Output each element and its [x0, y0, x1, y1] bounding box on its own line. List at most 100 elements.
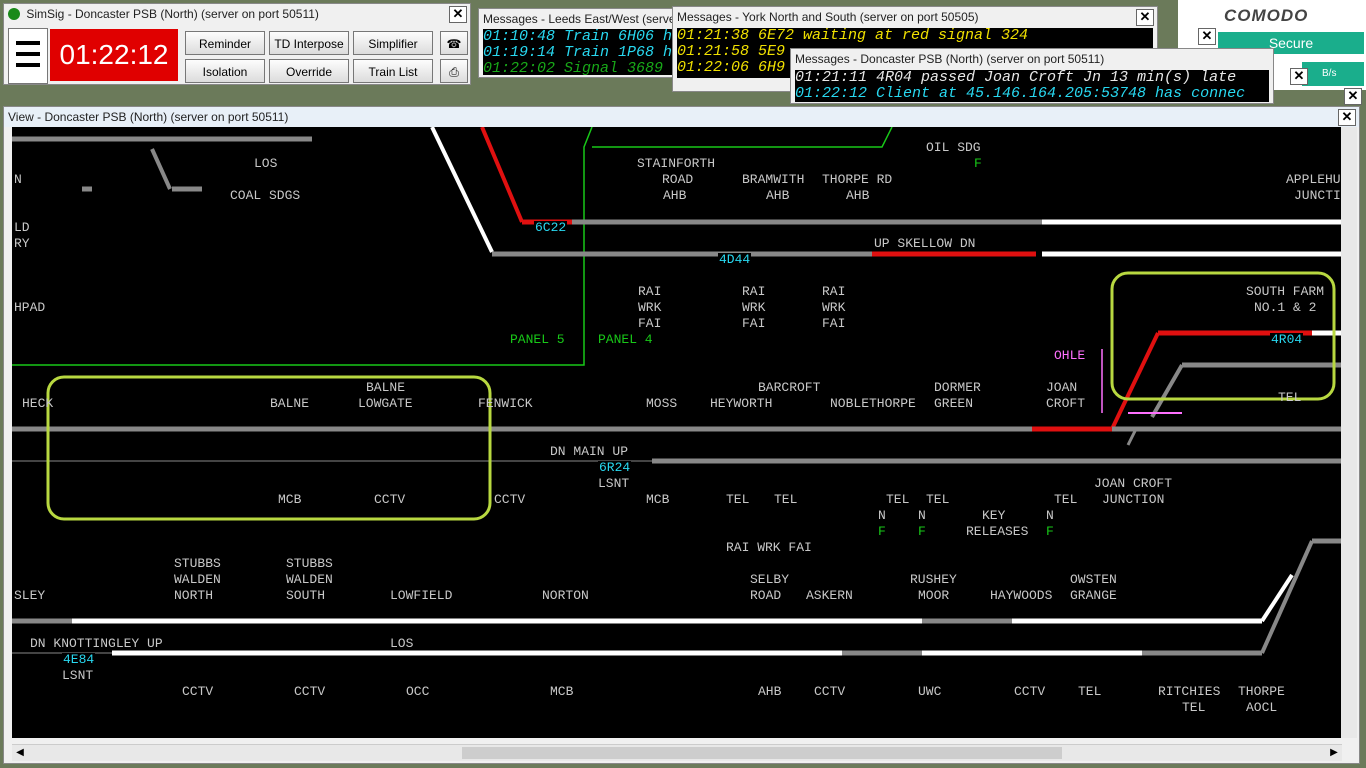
- location-label: CCTV: [1014, 684, 1046, 699]
- panel-label: F: [1046, 524, 1054, 539]
- location-label: N: [14, 172, 22, 187]
- track-segment: [1260, 540, 1314, 654]
- location-label: NOBLETHORPE: [830, 396, 916, 411]
- scroll-left-icon[interactable]: ◀: [16, 747, 24, 758]
- panel-boundary: [12, 127, 593, 366]
- messages-leeds-titlebar: Messages - Leeds East/West (server on po…: [483, 12, 677, 26]
- location-label: CCTV: [294, 684, 326, 699]
- messages-leeds-window: Messages - Leeds East/West (server on po…: [478, 8, 678, 78]
- panel-label: F: [878, 524, 886, 539]
- location-label: LOS: [254, 156, 278, 171]
- location-label: LSNT: [598, 476, 630, 491]
- message-line: 01:10:48 Train 6H06 h: [483, 29, 673, 45]
- vertical-scrollbar[interactable]: [1341, 127, 1357, 738]
- reminder-button[interactable]: Reminder: [185, 31, 265, 55]
- message-line: 01:21:11 4R04 passed Joan Croft Jn 13 mi…: [795, 70, 1237, 86]
- location-label: AOCL: [1246, 700, 1278, 715]
- close-icon[interactable]: ✕: [1338, 109, 1356, 126]
- message-line: 01:22:12 Client at 45.146.164.205:53748 …: [795, 85, 1246, 102]
- td-interpose-button[interactable]: TD Interpose: [269, 31, 349, 55]
- location-label: JUNCTION: [1102, 492, 1165, 507]
- location-label: RAI: [638, 284, 662, 299]
- location-label: TEL: [1278, 390, 1302, 405]
- location-label: OIL SDG: [926, 140, 981, 155]
- location-label: AHB: [758, 684, 782, 699]
- location-label: RAI WRK FAI: [726, 540, 812, 555]
- location-label: JOAN: [1046, 380, 1078, 395]
- train-list-button[interactable]: Train List: [353, 59, 433, 83]
- scroll-thumb[interactable]: [462, 747, 1062, 759]
- location-label: STAINFORTH: [637, 156, 716, 171]
- messages-doncaster-titlebar: Messages - Doncaster PSB (North) (server…: [795, 52, 1105, 66]
- message-line: 01:22:02 Signal 3689: [483, 60, 664, 76]
- location-label: MCB: [278, 492, 302, 507]
- panel-label: F: [918, 524, 926, 539]
- location-label: NORTON: [542, 588, 589, 603]
- printer-button[interactable]: ⎙: [440, 59, 468, 83]
- location-label: RITCHIES: [1158, 684, 1221, 699]
- location-label: FAI: [822, 316, 846, 331]
- location-label: JUNCTIO: [1294, 188, 1342, 203]
- location-label: STUBBS: [174, 556, 221, 571]
- simsig-titlebar: SimSig - Doncaster PSB (North) (server o…: [4, 4, 470, 24]
- location-label: ROAD: [662, 172, 694, 187]
- close-icon[interactable]: ✕: [1344, 88, 1362, 105]
- location-label: CROFT: [1046, 396, 1086, 411]
- location-label: THORPE: [1238, 684, 1285, 699]
- isolation-button[interactable]: Isolation: [185, 59, 265, 83]
- td-berth[interactable]: 6C22: [534, 220, 568, 235]
- panel-boundary: [592, 127, 893, 148]
- location-label: BRAMWITH: [742, 172, 805, 187]
- track-segment: [480, 127, 524, 223]
- messages-york-title: Messages - York North and South (server …: [677, 10, 979, 24]
- location-label: APPLEHU: [1286, 172, 1341, 187]
- location-label: WALDEN: [174, 572, 221, 587]
- close-icon[interactable]: ✕: [1136, 9, 1154, 26]
- location-label: CCTV: [182, 684, 214, 699]
- location-label: ROAD: [750, 588, 782, 603]
- location-label: HPAD: [14, 300, 46, 315]
- clock-display: 01:22:12: [50, 29, 178, 81]
- scroll-right-icon[interactable]: ▶: [1330, 747, 1338, 758]
- simsig-window: SimSig - Doncaster PSB (North) (server o…: [3, 3, 471, 85]
- message-line: 01:21:38 6E72 waiting at red signal 324: [677, 28, 1029, 44]
- td-berth[interactable]: 4R04: [1270, 332, 1304, 347]
- message-line: 01:22:06 6H9: [677, 59, 786, 76]
- close-icon[interactable]: ✕: [1290, 68, 1308, 85]
- location-label: BARCROFT: [758, 380, 821, 395]
- messages-doncaster-window: Messages - Doncaster PSB (North) (server…: [790, 48, 1274, 104]
- location-label: NO.1 & 2: [1254, 300, 1317, 315]
- location-label: CCTV: [814, 684, 846, 699]
- override-button[interactable]: Override: [269, 59, 349, 83]
- simplifier-button[interactable]: Simplifier: [353, 31, 433, 55]
- location-label: DORMER: [934, 380, 981, 395]
- location-label: RY: [14, 236, 30, 251]
- location-label: TEL: [1182, 700, 1206, 715]
- location-label: SOUTH: [286, 588, 326, 603]
- close-icon[interactable]: ✕: [449, 6, 467, 23]
- telephone-button[interactable]: ☎: [440, 31, 468, 55]
- td-berth[interactable]: 4D44: [718, 252, 752, 267]
- simsig-logo-icon: [8, 8, 20, 20]
- location-label: WRK: [822, 300, 846, 315]
- location-label: MOOR: [918, 588, 950, 603]
- messages-york-titlebar: Messages - York North and South (server …: [673, 7, 1157, 27]
- panel-label: PANEL 4: [598, 332, 653, 347]
- close-icon[interactable]: ✕: [1198, 28, 1216, 45]
- location-label: MCB: [550, 684, 574, 699]
- track-segment: [430, 127, 494, 253]
- menu-button[interactable]: [8, 28, 48, 84]
- td-berth[interactable]: 6R24: [598, 460, 632, 475]
- view-window: View - Doncaster PSB (North) (server on …: [3, 106, 1360, 764]
- location-label: FAI: [638, 316, 662, 331]
- location-label: TEL: [1054, 492, 1078, 507]
- hamburger-icon: [16, 41, 40, 45]
- horizontal-scrollbar[interactable]: ◀ ▶: [12, 744, 1342, 761]
- td-berth[interactable]: 4E84: [62, 652, 96, 667]
- location-label: TEL: [886, 492, 910, 507]
- location-label: HECK: [22, 396, 54, 411]
- location-label: HEYWORTH: [710, 396, 773, 411]
- location-label: HAYWOODS: [990, 588, 1053, 603]
- location-label: LOS: [390, 636, 414, 651]
